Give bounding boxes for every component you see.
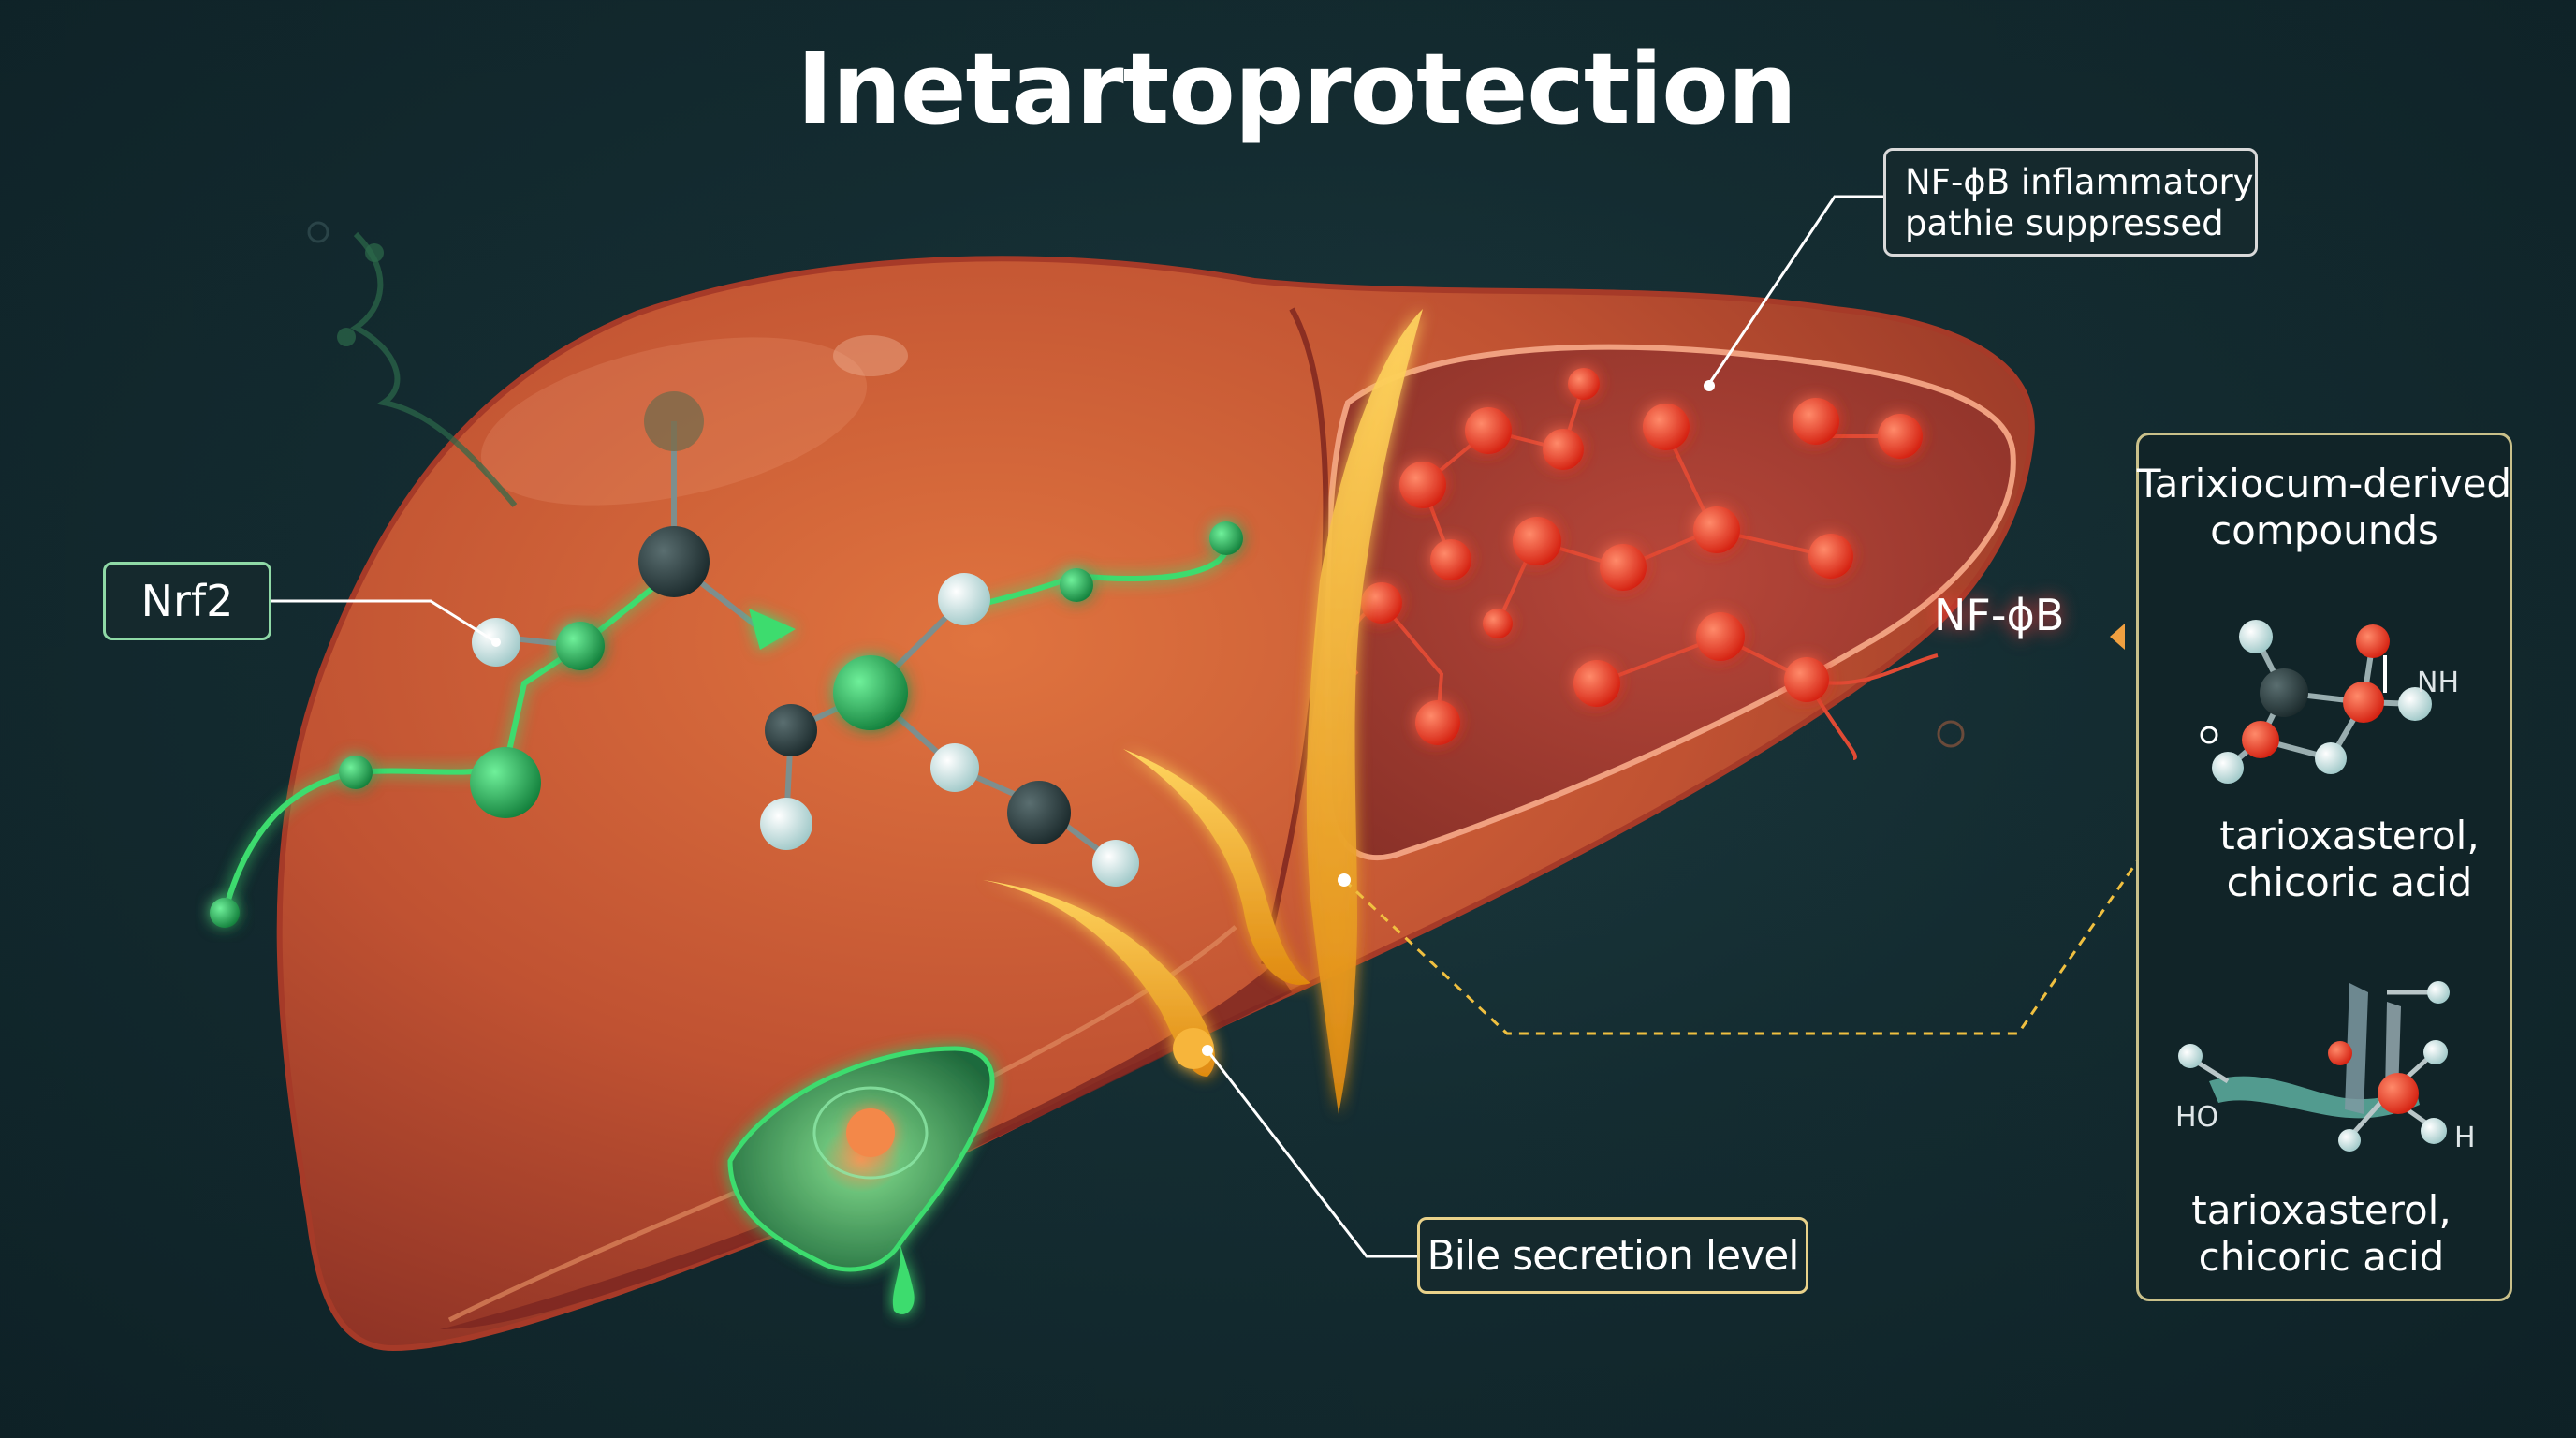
panel-title-line2: compounds (2210, 507, 2438, 553)
nfkb-callout-line1: NF-ϕB inflammatory (1905, 162, 2254, 202)
compound1-structure (2200, 620, 2432, 784)
gallbladder (727, 1046, 995, 1272)
compound2-structure (2178, 981, 2450, 1152)
compound2-line1: tarioxasterol, (2191, 1187, 2452, 1233)
nrf2-label: Nrf2 (103, 562, 271, 640)
compounds-panel-title: Tarixiocum-derived compounds (2136, 461, 2512, 554)
nrf2-molecule (210, 231, 1243, 928)
bile-secretion-label: Bile secretion level (1417, 1217, 1808, 1294)
compound2-name: tarioxasterol, chicoric acid (2144, 1187, 2499, 1281)
compound1-line2: chicoric acid (2226, 859, 2473, 905)
compounds-panel (2136, 433, 2512, 1301)
gall-drop (892, 1245, 915, 1314)
leader-lines (271, 195, 2230, 1258)
page-title: Inetartoprotection (797, 32, 1797, 146)
nrf2-label-text: Nrf2 (140, 576, 234, 626)
compound2-h-label: H (2454, 1122, 2476, 1154)
panel-title-line1: Tarixiocum-derived (2136, 461, 2512, 506)
compound1-name: tarioxasterol, chicoric acid (2181, 813, 2518, 906)
nfkb-callout-line2: pathie suppressed (1905, 203, 2224, 243)
bile-secretion-text: Bile secretion level (1427, 1231, 1800, 1280)
nfkb-callout: NF-ϕB inflammatory pathie suppressed (1883, 148, 2258, 257)
compound2-ho-label: HO (2175, 1101, 2219, 1134)
compound1-nh-label: NH (2417, 667, 2459, 699)
bile-streams (983, 309, 1423, 1114)
nfkb-tag: NF-ϕB (1934, 590, 2065, 640)
compound1-line1: tarioxasterol, (2219, 813, 2480, 858)
nfkb-atoms (1361, 368, 1923, 745)
compound2-line2: chicoric acid (2198, 1234, 2445, 1280)
